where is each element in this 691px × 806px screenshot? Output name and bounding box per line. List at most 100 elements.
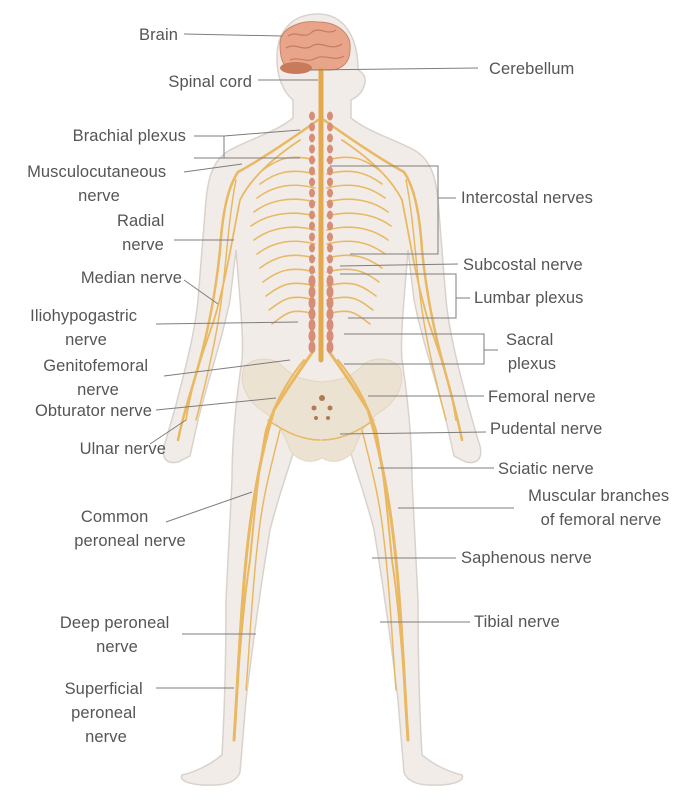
spinal-ganglion <box>309 177 315 187</box>
spinal-ganglion <box>326 286 334 298</box>
spinal-ganglion <box>309 254 315 264</box>
spinal-ganglion <box>327 243 333 253</box>
leader-genitofemoral <box>163 359 291 377</box>
label-tibial-nerve: Tibial nerve <box>474 613 560 631</box>
bracket-brachial-plexus <box>194 135 225 159</box>
spinal-ganglion <box>309 155 315 165</box>
intercostal-branch <box>253 226 316 241</box>
spinal-ganglion <box>327 166 333 176</box>
spinal-ganglion <box>327 144 333 154</box>
leader-musculocutaneous-text <box>183 163 243 173</box>
spinal-ganglion <box>309 111 315 121</box>
label-iliohypogastric-nerve: Iliohypogastric nerve <box>30 307 142 349</box>
label-genitofemoral-nerve: Genitofemoral nerve <box>43 357 153 399</box>
leader-brain <box>183 33 283 37</box>
spinal-ganglion <box>327 133 333 143</box>
spinal-ganglion <box>327 265 333 275</box>
spinal-ganglion <box>308 319 316 331</box>
cerebellum-shape <box>280 62 312 74</box>
spinal-ganglion <box>309 221 315 231</box>
label-cerebellum: Cerebellum <box>489 60 574 78</box>
spinal-ganglion <box>309 122 315 132</box>
spinal-ganglion <box>327 122 333 132</box>
spinal-ganglion <box>326 275 334 287</box>
spinal-ganglion <box>308 330 316 342</box>
label-median-nerve: Median nerve <box>81 269 182 287</box>
leader-brachial-plexus <box>223 129 301 137</box>
spinal-ganglion <box>308 341 316 353</box>
spinal-ganglion <box>326 341 334 353</box>
spinal-ganglion <box>327 254 333 264</box>
label-muscular-branches-of-femoral-nerve: Muscular branches of femoral nerve <box>528 487 674 529</box>
leader-ulnar <box>149 419 187 445</box>
label-musculocutaneous-nerve: Musculocutaneous nerve <box>27 163 171 205</box>
spinal-ganglion <box>309 232 315 242</box>
label-brain: Brain <box>139 26 178 44</box>
leader-median <box>183 279 219 305</box>
label-sacral-plexus: Sacral plexus <box>506 331 558 373</box>
label-superficial-peroneal-nerve: Superficial peroneal nerve <box>65 680 148 746</box>
spinal-ganglion <box>309 199 315 209</box>
label-sciatic-nerve: Sciatic nerve <box>498 460 594 478</box>
intercostal-branch <box>326 240 386 255</box>
bracket-intercostal <box>330 165 439 255</box>
intercostal-branch <box>326 226 389 241</box>
spinal-ganglion <box>309 243 315 253</box>
label-ulnar-nerve: Ulnar nerve <box>80 440 166 458</box>
label-obturator-nerve: Obturator nerve <box>35 402 152 420</box>
leader-cerebellum <box>309 67 479 71</box>
intercostal-branch <box>256 240 316 255</box>
spinal-ganglion <box>309 133 315 143</box>
intercostal-nerve-branches <box>250 156 392 325</box>
label-saphenous-nerve: Saphenous nerve <box>461 549 592 567</box>
spinal-ganglion <box>327 210 333 220</box>
spinal-ganglion <box>327 232 333 242</box>
bracket-sacral-plexus <box>344 333 485 365</box>
leader-lines <box>149 33 514 689</box>
spinal-ganglion <box>308 308 316 320</box>
spinal-ganglion <box>327 221 333 231</box>
leader-iliohypogastric <box>155 321 299 325</box>
spinal-ganglion <box>326 319 334 331</box>
leader-subcostal <box>339 263 459 267</box>
label-femoral-nerve: Femoral nerve <box>488 388 596 406</box>
spinal-ganglion <box>309 144 315 154</box>
spinal-ganglion <box>309 188 315 198</box>
leader-pudental <box>339 431 487 435</box>
label-brachial-plexus: Brachial plexus <box>73 127 186 145</box>
bracket-lumbar-plexus <box>340 273 457 319</box>
spinal-ganglion <box>326 308 334 320</box>
spinal-ganglion <box>309 210 315 220</box>
leader-obturator <box>155 397 277 411</box>
intercostal-branch <box>253 198 316 213</box>
intercostal-branch <box>259 170 316 185</box>
pelvis-illustration <box>241 358 403 462</box>
spinal-ganglion <box>327 199 333 209</box>
spinal-ganglion <box>309 166 315 176</box>
label-pudental-nerve: Pudental nerve <box>490 420 602 438</box>
spinal-ganglion <box>308 275 316 287</box>
spinal-ganglion <box>326 330 334 342</box>
spinal-ganglion <box>327 188 333 198</box>
label-subcostal-nerve: Subcostal nerve <box>463 256 583 274</box>
spinal-ganglion <box>309 265 315 275</box>
label-common-peroneal-nerve: Common peroneal nerve <box>74 508 185 550</box>
spinal-ganglion <box>327 177 333 187</box>
spinal-ganglion <box>326 297 334 309</box>
spinal-ganglion <box>308 297 316 309</box>
intercostal-branch <box>256 184 316 199</box>
intercostal-branch <box>259 254 316 269</box>
brain-illustration <box>279 21 351 74</box>
labels: Brain Spinal cord Cerebellum Brachial pl… <box>27 26 674 746</box>
spinal-ganglion <box>308 286 316 298</box>
intercostal-branch <box>326 198 389 213</box>
spinal-ganglia <box>308 111 334 353</box>
intercostal-branch <box>250 212 316 227</box>
spinal-ganglion <box>327 155 333 165</box>
intercostal-branch <box>326 170 383 185</box>
label-intercostal-nerves: Intercostal nerves <box>461 189 593 207</box>
label-deep-peroneal-nerve: Deep peroneal nerve <box>60 614 174 656</box>
label-radial-nerve: Radial nerve <box>117 212 169 254</box>
label-spinal-cord: Spinal cord <box>168 73 252 91</box>
